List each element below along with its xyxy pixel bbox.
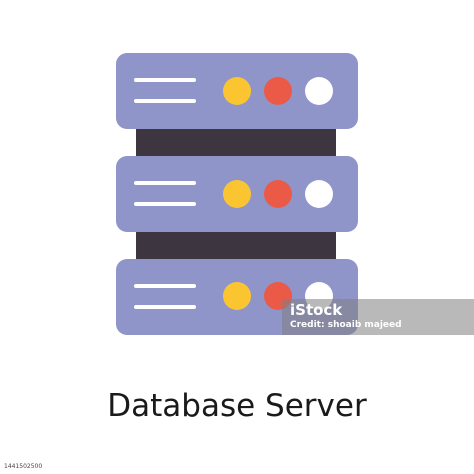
red-indicator-light (264, 77, 292, 105)
image-caption: Database Server (107, 388, 367, 424)
red-indicator-light (264, 180, 292, 208)
server-connector-top (136, 124, 336, 160)
watermark-credit: Credit: shoaib majeed (290, 320, 402, 330)
watermark-brand: iStock (290, 301, 343, 319)
stock-image-id: 1441502500 (4, 463, 43, 470)
yellow-indicator-light (223, 282, 251, 310)
white-indicator-light (305, 180, 333, 208)
istock-watermark: iStock Credit: shoaib majeed (282, 299, 474, 335)
yellow-indicator-light (223, 77, 251, 105)
server-connector-bottom (136, 228, 336, 264)
server-unit-2 (116, 156, 358, 232)
white-indicator-light (305, 77, 333, 105)
server-unit-1 (116, 53, 358, 129)
yellow-indicator-light (223, 180, 251, 208)
